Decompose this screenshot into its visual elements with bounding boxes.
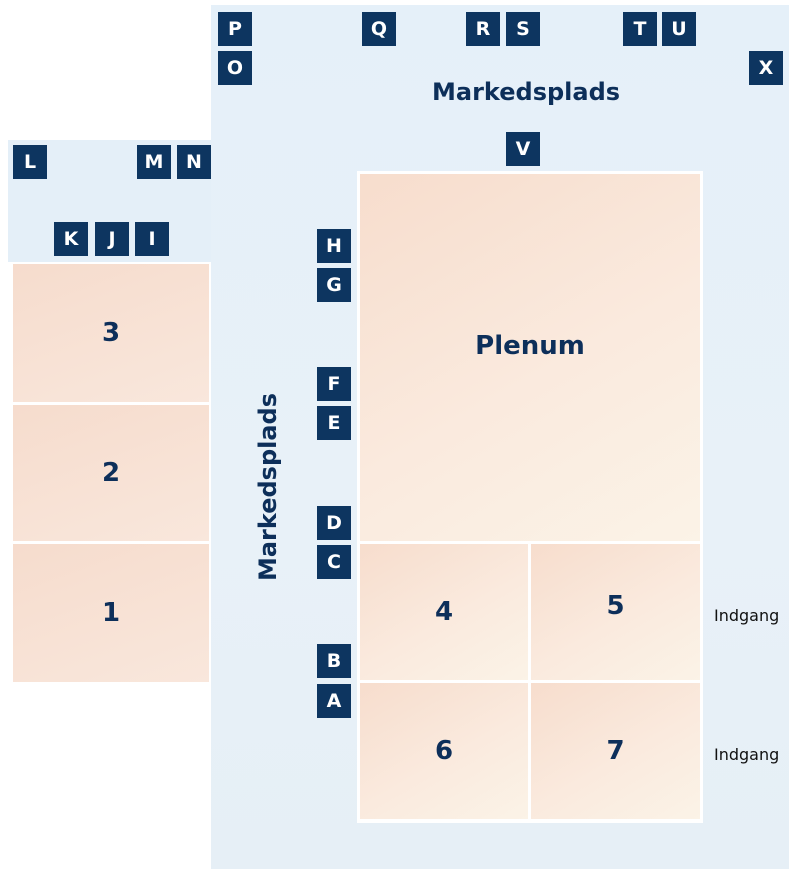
- booth-o[interactable]: O: [218, 51, 252, 85]
- room-3-label: 3: [101, 318, 121, 348]
- booth-f[interactable]: F: [317, 367, 351, 401]
- booth-h[interactable]: H: [317, 229, 351, 263]
- room-1: 1: [13, 544, 209, 682]
- room-4: 4: [360, 544, 528, 680]
- booth-c[interactable]: C: [317, 545, 351, 579]
- entrance-upper-label: Indgang: [714, 606, 780, 625]
- room-7: 7: [531, 683, 700, 819]
- booth-m[interactable]: M: [137, 145, 171, 179]
- room-5: 5: [531, 544, 700, 680]
- room-7-label: 7: [606, 736, 625, 766]
- booth-e[interactable]: E: [317, 406, 351, 440]
- room-6-label: 6: [434, 736, 454, 766]
- booth-p[interactable]: P: [218, 12, 252, 46]
- plenum-label: Plenum: [475, 330, 585, 361]
- booth-i[interactable]: I: [135, 222, 169, 256]
- booth-s[interactable]: S: [506, 12, 540, 46]
- room-2-label: 2: [101, 458, 121, 488]
- market-label-side: Markedsplads: [254, 392, 282, 582]
- room-2: 2: [13, 405, 209, 541]
- booth-j[interactable]: J: [95, 222, 129, 256]
- plenum-block: Plenum 4 5 6 7: [357, 171, 703, 823]
- plenum-room: Plenum: [360, 174, 700, 541]
- room-3: 3: [13, 264, 209, 402]
- booth-t[interactable]: T: [623, 12, 657, 46]
- booth-d[interactable]: D: [317, 506, 351, 540]
- booth-n[interactable]: N: [177, 145, 211, 179]
- booth-l[interactable]: L: [13, 145, 47, 179]
- entrance-lower-label: Indgang: [714, 745, 780, 764]
- room-6: 6: [360, 683, 528, 819]
- booth-r[interactable]: R: [466, 12, 500, 46]
- room-5-label: 5: [606, 591, 625, 621]
- booth-u[interactable]: U: [662, 12, 696, 46]
- booth-q[interactable]: Q: [362, 12, 396, 46]
- booth-a[interactable]: A: [317, 684, 351, 718]
- room-4-label: 4: [434, 597, 454, 627]
- booth-k[interactable]: K: [54, 222, 88, 256]
- booth-g[interactable]: G: [317, 268, 351, 302]
- booth-b[interactable]: B: [317, 644, 351, 678]
- room-1-label: 1: [101, 598, 121, 628]
- market-label-top: Markedsplads: [432, 78, 621, 106]
- booth-v[interactable]: V: [506, 132, 540, 166]
- booth-x[interactable]: X: [749, 51, 783, 85]
